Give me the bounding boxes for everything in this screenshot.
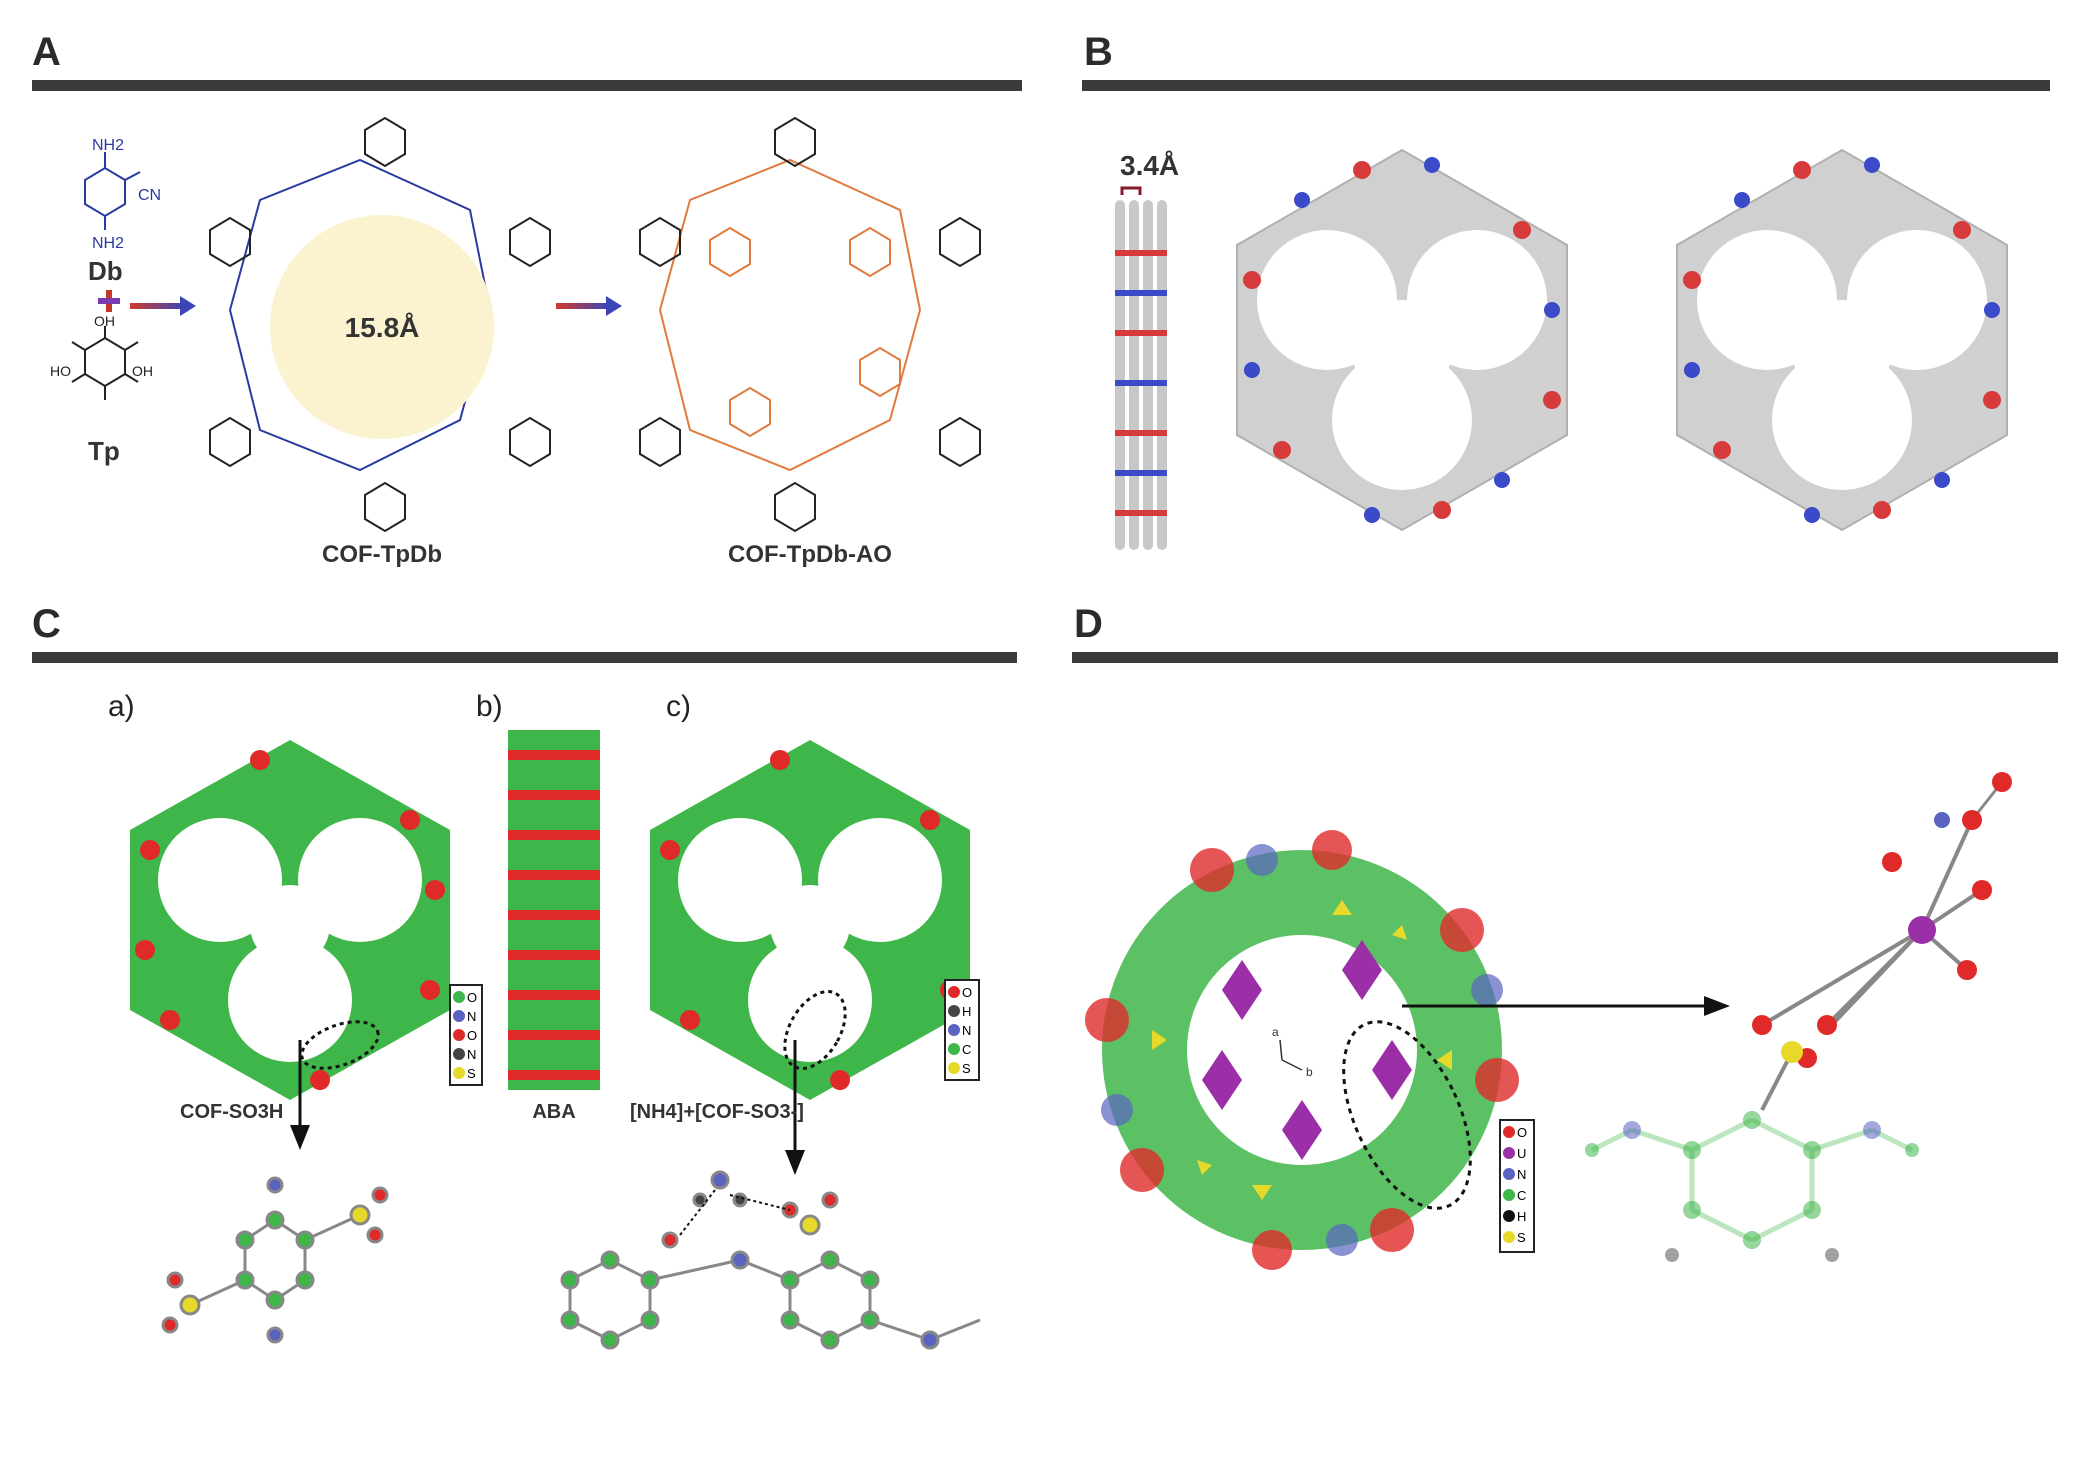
panel-b-rule [1082, 80, 2050, 91]
panel-c-sub-b: b) [476, 690, 503, 723]
panel-b-structures: 3.4Å [1115, 148, 2008, 550]
nh4-cof-so3-framework [650, 740, 970, 1100]
top-view-structure-1 [1236, 148, 1568, 532]
panel-d-letter: D [1074, 602, 1103, 646]
panel-d: a b O U N C H S [1072, 680, 2062, 1460]
highlight-ellipse-c [783, 990, 847, 1070]
svg-text:N: N [1517, 1167, 1526, 1182]
panel-c-rule [32, 652, 1017, 663]
panel-c-letter: C [32, 602, 61, 646]
panel-a-rule [32, 80, 1022, 91]
panel-c-sub-c: c) [666, 690, 691, 723]
tp-label: Tp [88, 436, 120, 466]
arrow-d [1402, 996, 1730, 1016]
arrow-amidoximation [556, 296, 622, 316]
highlight-ellipse-a [300, 1020, 380, 1070]
panel-a-letter: A [32, 30, 61, 74]
label-cof-so3h: COF-SO3H [180, 1101, 283, 1123]
panel-b: 3.4Å [1082, 100, 2057, 580]
cof-so3h-framework [130, 740, 450, 1100]
svg-text:OH: OH [132, 363, 153, 379]
svg-text:N: N [962, 1023, 971, 1038]
svg-text:HO: HO [50, 363, 71, 379]
uo2-coordination-ring: a b [1085, 830, 1519, 1270]
plus-sign-h [98, 298, 120, 304]
svg-text:O: O [467, 1028, 477, 1043]
pore-circle [270, 215, 494, 439]
pore-size-label: 15.8Å [345, 312, 420, 343]
svg-text:OH: OH [94, 313, 115, 329]
axis-b-label: b [1306, 1065, 1313, 1079]
db-nh2-bottom: NH2 [92, 235, 124, 252]
tp-monomer [71, 326, 139, 400]
cof-tpdb-ao-framework [658, 158, 922, 472]
db-nh2-top: NH2 [92, 137, 124, 154]
arrow-c [785, 1040, 805, 1175]
panel-d-rule [1072, 652, 2058, 663]
interlayer-distance-label: 3.4Å [1120, 150, 1179, 181]
uranyl-coordination-detail [1752, 772, 2012, 1111]
panel-a: NH2 CN NH2 Db OH HO OH Tp [30, 100, 1030, 580]
molecule-c [560, 1170, 981, 1350]
legend-c: O H N C S [944, 979, 980, 1081]
stacked-layers-side-view [1115, 200, 1167, 550]
panel-c-sub-a: a) [108, 690, 135, 723]
aba-stacking-view [508, 730, 600, 1090]
panel-b-letter: B [1084, 30, 1113, 74]
svg-text:O: O [962, 985, 972, 1000]
axis-a-label: a [1272, 1025, 1279, 1039]
arrow-a [290, 1040, 310, 1150]
top-view-structure-2 [1676, 148, 2008, 532]
svg-text:C: C [962, 1042, 971, 1057]
svg-text:H: H [962, 1004, 971, 1019]
db-cn: CN [138, 187, 161, 204]
svg-text:S: S [962, 1061, 971, 1076]
label-aba: ABA [532, 1101, 575, 1123]
panel-a-scheme: NH2 CN NH2 Db OH HO OH Tp [50, 116, 981, 568]
legend-d: O U N C H S [1499, 1119, 1535, 1253]
panel-c-structures: O N O N S COF-SO3H [130, 730, 981, 1350]
svg-text:N: N [467, 1009, 476, 1024]
svg-text:O: O [467, 990, 477, 1005]
cof-tpdb-ao-label: COF-TpDb-AO [728, 541, 892, 568]
svg-text:S: S [467, 1066, 476, 1081]
panel-d-structures: a b O U N C H S [1085, 772, 2012, 1270]
label-nh4-cof-so3: [NH4]+[COF-SO3-] [630, 1101, 804, 1123]
svg-text:H: H [1517, 1209, 1526, 1224]
arrow-synthesis [130, 296, 196, 316]
svg-text:S: S [1517, 1230, 1526, 1245]
legend-a: O N O N S [449, 984, 483, 1086]
detail-ring [1590, 1117, 1914, 1243]
svg-text:N: N [467, 1047, 476, 1062]
svg-text:U: U [1517, 1146, 1526, 1161]
interlayer-bracket [1120, 186, 1142, 195]
molecule-a [161, 1176, 389, 1344]
cof-tpdb-label: COF-TpDb [322, 541, 442, 568]
db-monomer [84, 152, 141, 230]
db-label: Db [88, 256, 123, 286]
svg-text:O: O [1517, 1125, 1527, 1140]
svg-text:C: C [1517, 1188, 1526, 1203]
panel-c: O N O N S COF-SO3H [30, 720, 1020, 1460]
